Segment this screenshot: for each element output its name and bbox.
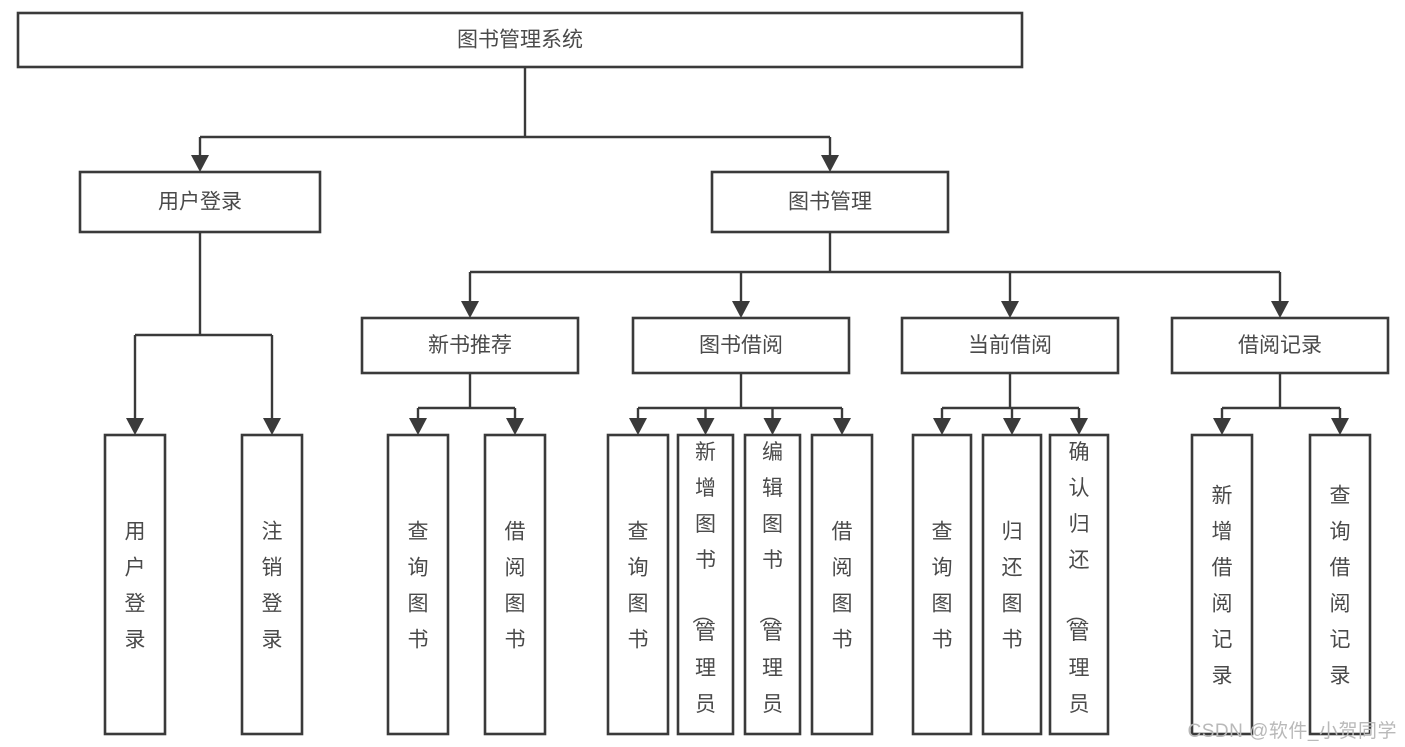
node-recommend-borrow-book[interactable]: 借阅图书 (483, 433, 547, 736)
csdn-watermark: CSDN @软件_小贺同学 (1187, 721, 1397, 742)
node-box-borrow-edit-book[interactable] (743, 433, 802, 736)
node-label-user-login: 用户登录 (158, 191, 242, 214)
node-box-borrow-borrow-book[interactable] (810, 433, 874, 736)
node-box-borrow-records[interactable] (1170, 316, 1390, 375)
arrow-head-icon (263, 418, 281, 435)
node-label-current-borrow: 当前借阅 (968, 334, 1052, 357)
node-borrow-records[interactable]: 借阅记录 (1170, 316, 1390, 375)
node-borrow-borrow-book[interactable]: 借阅图书 (810, 433, 874, 736)
node-box-user-login-leaf[interactable] (103, 433, 167, 736)
arrow-head-icon (1070, 418, 1088, 435)
node-borrow-add-book[interactable]: 新增图书（管理员） (676, 433, 735, 747)
node-box-borrow-add-book[interactable] (676, 433, 735, 736)
arrow-head-icon (191, 155, 209, 172)
node-label-book-borrow: 图书借阅 (699, 334, 783, 357)
node-boxes-layer: 图书管理系统用户登录用户登录注销登录图书管理新书推荐查询图书借阅图书图书借阅查询… (16, 11, 1390, 747)
node-box-current-borrow[interactable] (900, 316, 1120, 375)
node-recommend-query-book[interactable]: 查询图书 (386, 433, 450, 736)
arrow-head-icon (126, 418, 144, 435)
arrow-head-icon (821, 155, 839, 172)
node-current-confirm-return[interactable]: 确认归还（管理员） (1048, 433, 1110, 747)
node-user-login-leaf[interactable]: 用户登录 (103, 433, 167, 736)
node-label-root: 图书管理系统 (457, 29, 583, 52)
arrow-head-icon (833, 418, 851, 435)
node-label-borrow-borrow-book: 借阅图书 (832, 521, 853, 652)
node-box-borrow-query-book[interactable] (606, 433, 670, 736)
node-new-book-recommend[interactable]: 新书推荐 (360, 316, 580, 375)
node-box-user-login[interactable] (78, 170, 322, 234)
arrow-head-icon (629, 418, 647, 435)
arrow-head-icon (409, 418, 427, 435)
node-label-new-book-recommend: 新书推荐 (428, 334, 512, 357)
node-user-login[interactable]: 用户登录 (78, 170, 322, 234)
node-records-query[interactable]: 查询借阅记录 (1308, 433, 1372, 736)
arrow-head-icon (1213, 418, 1231, 435)
node-label-book-manage: 图书管理 (788, 191, 872, 214)
node-records-add[interactable]: 新增借阅记录 (1190, 433, 1254, 736)
arrow-head-icon (1271, 301, 1289, 318)
arrow-head-icon (933, 418, 951, 435)
node-label-records-query: 查询借阅记录 (1330, 485, 1351, 688)
node-book-borrow[interactable]: 图书借阅 (631, 316, 851, 375)
node-box-records-add[interactable] (1190, 433, 1254, 736)
node-label-borrow-records: 借阅记录 (1238, 334, 1322, 357)
node-label-recommend-query-book: 查询图书 (408, 521, 429, 652)
node-box-current-return-book[interactable] (981, 433, 1043, 736)
node-box-new-book-recommend[interactable] (360, 316, 580, 375)
node-label-current-confirm-return: 确认归还（管理员） (1064, 441, 1090, 747)
node-box-recommend-borrow-book[interactable] (483, 433, 547, 736)
node-box-book-borrow[interactable] (631, 316, 851, 375)
node-box-records-query[interactable] (1308, 433, 1372, 736)
node-label-user-login-leaf: 用户登录 (125, 521, 146, 652)
node-label-current-query-book: 查询图书 (932, 521, 953, 652)
node-box-current-query-book[interactable] (911, 433, 973, 736)
node-label-borrow-query-book: 查询图书 (628, 521, 649, 652)
node-label-borrow-edit-book: 编辑图书（管理员） (757, 441, 783, 747)
node-box-root[interactable] (16, 11, 1024, 69)
connector-lines-layer (126, 67, 1349, 435)
node-label-recommend-borrow-book: 借阅图书 (505, 521, 526, 652)
arrow-head-icon (732, 301, 750, 318)
node-label-borrow-add-book: 新增图书（管理员） (690, 441, 716, 747)
node-current-return-book[interactable]: 归还图书 (981, 433, 1043, 736)
node-root[interactable]: 图书管理系统 (16, 11, 1024, 69)
arrow-head-icon (1001, 301, 1019, 318)
node-label-user-logout-leaf: 注销登录 (262, 521, 283, 652)
node-borrow-edit-book[interactable]: 编辑图书（管理员） (743, 433, 802, 747)
node-book-manage[interactable]: 图书管理 (710, 170, 950, 234)
node-borrow-query-book[interactable]: 查询图书 (606, 433, 670, 736)
node-box-book-manage[interactable] (710, 170, 950, 234)
arrow-head-icon (1331, 418, 1349, 435)
node-box-recommend-query-book[interactable] (386, 433, 450, 736)
node-current-borrow[interactable]: 当前借阅 (900, 316, 1120, 375)
arrow-head-icon (1003, 418, 1021, 435)
node-user-logout-leaf[interactable]: 注销登录 (240, 433, 304, 736)
arrow-head-icon (763, 418, 782, 435)
node-box-user-logout-leaf[interactable] (240, 433, 304, 736)
node-label-current-return-book: 归还图书 (1002, 521, 1023, 652)
arrow-head-icon (461, 301, 479, 318)
node-label-records-add: 新增借阅记录 (1212, 485, 1233, 688)
node-box-current-confirm-return[interactable] (1048, 433, 1110, 736)
node-current-query-book[interactable]: 查询图书 (911, 433, 973, 736)
arrow-head-icon (506, 418, 524, 435)
arrow-head-icon (696, 418, 715, 435)
